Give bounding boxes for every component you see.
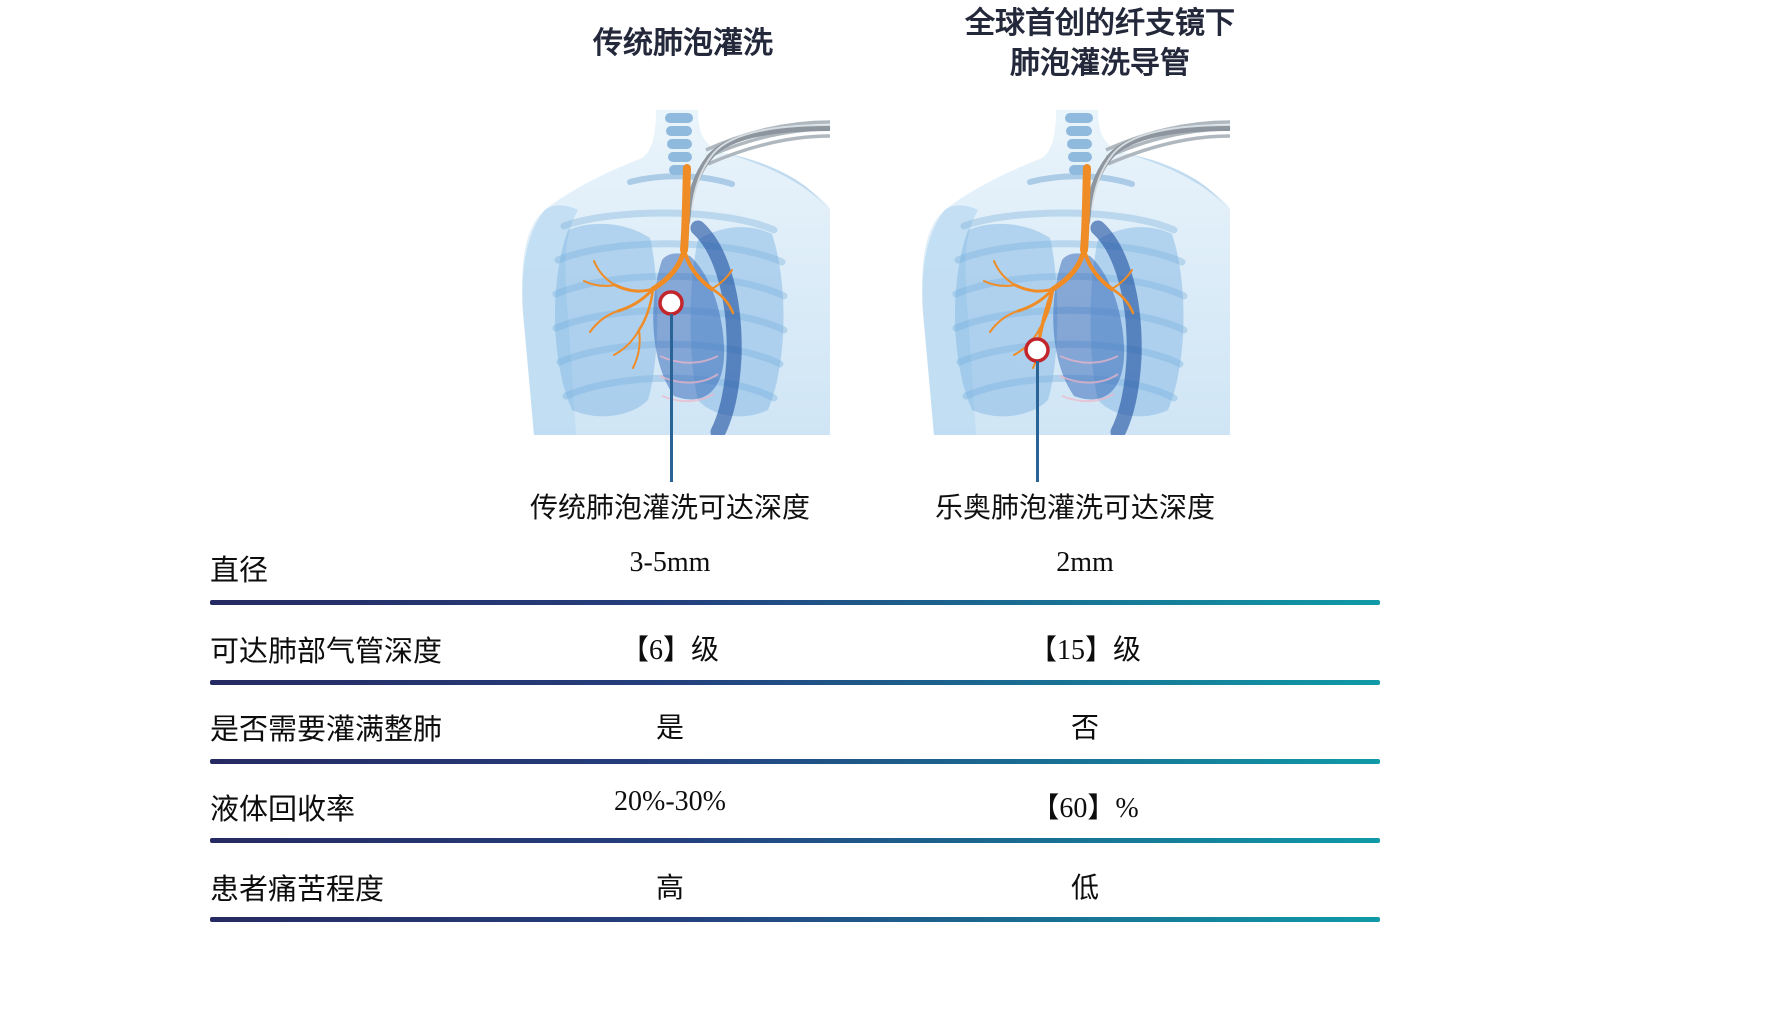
row-value-leao: 2mm: [1056, 547, 1114, 578]
row-value-traditional: 【6】级: [620, 635, 719, 666]
row-label: 患者痛苦程度: [210, 874, 385, 906]
row-label: 可达肺部气管深度: [210, 636, 443, 668]
row-value-leao: 低: [1070, 873, 1099, 904]
row-value-traditional: 20%-30%: [614, 786, 726, 817]
row-divider: [210, 680, 1380, 685]
depth-marker-traditional: [658, 290, 684, 316]
row-value-traditional: 3-5mm: [629, 547, 711, 578]
table-row-diameter: 直径 3-5mm 2mm: [0, 547, 1770, 587]
row-label: 直径: [210, 555, 269, 587]
row-value-leao: 【15】级: [1028, 635, 1141, 666]
column-header-leao-line1: 全球首创的纤支镜下: [965, 7, 1235, 40]
row-label: 液体回收率: [210, 794, 356, 826]
row-value-leao: 【60】%: [1031, 793, 1139, 824]
row-value-traditional: 高: [655, 873, 684, 904]
row-divider: [210, 600, 1380, 605]
column-header-leao-line2: 肺泡灌洗导管: [1010, 47, 1190, 80]
lung-illustration-leao: [910, 110, 1230, 435]
row-divider: [210, 838, 1380, 843]
table-row-fill-lung: 是否需要灌满整肺 是 否: [0, 706, 1770, 746]
row-value-leao: 否: [1070, 713, 1099, 744]
table-row-depth: 可达肺部气管深度 【6】级 【15】级: [0, 628, 1770, 668]
figure-caption-traditional: 传统肺泡灌洗可达深度: [529, 493, 810, 524]
pointer-line-leao: [1036, 361, 1039, 482]
row-value-traditional: 是: [655, 713, 684, 744]
table-row-pain-level: 患者痛苦程度 高 低: [0, 866, 1770, 906]
anatomy-figure-leao: [910, 110, 1230, 435]
table-row-recovery-rate: 液体回收率 20%-30% 【60】%: [0, 786, 1770, 826]
depth-marker-leao: [1024, 337, 1050, 363]
row-divider: [210, 759, 1380, 764]
figure-caption-leao: 乐奥肺泡灌洗可达深度: [934, 493, 1215, 524]
column-header-traditional: 传统肺泡灌洗: [593, 27, 773, 60]
column-header-leao: 全球首创的纤支镜下 肺泡灌洗导管: [918, 4, 1282, 84]
row-label: 是否需要灌满整肺: [210, 714, 443, 746]
pointer-line-traditional: [670, 314, 673, 482]
row-divider: [210, 917, 1380, 922]
